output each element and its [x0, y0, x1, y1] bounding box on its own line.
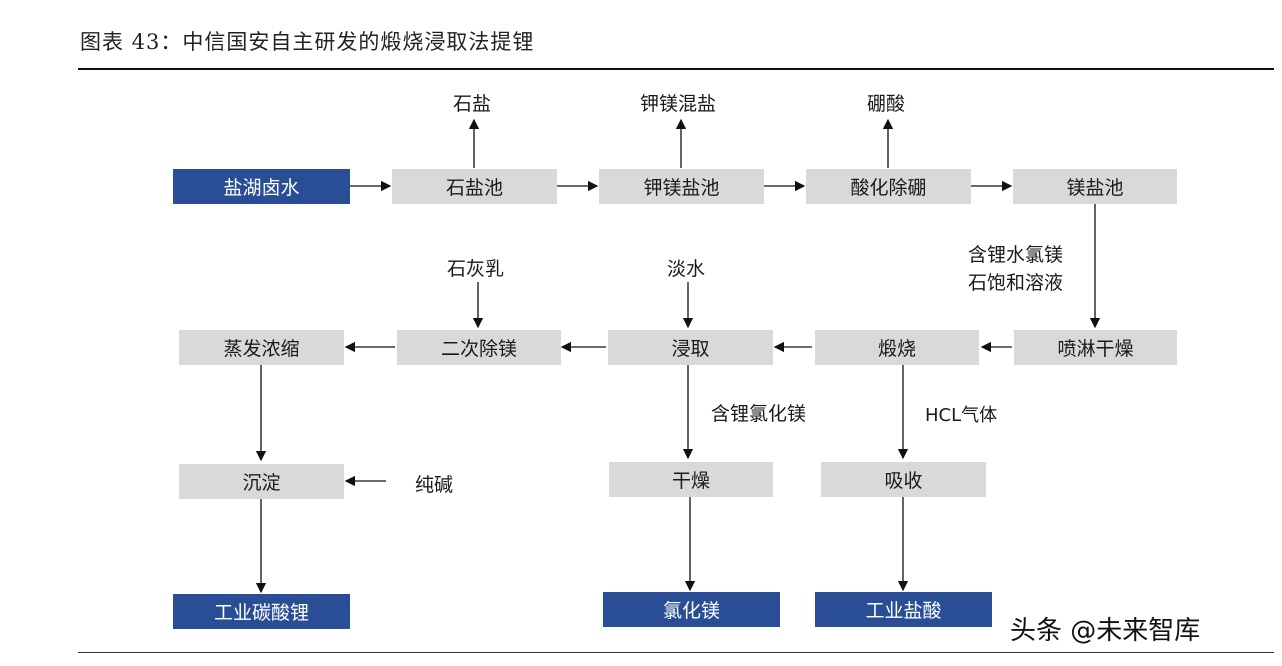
bottom-rule [78, 652, 1274, 653]
label-boric-acid: 硼酸 [867, 93, 906, 115]
label-li-solution: 含锂水氯镁 石饱和溶液 [968, 241, 1063, 297]
node-kmg-pond: 钾镁盐池 [599, 169, 764, 204]
label-li-solution-line2: 石饱和溶液 [968, 272, 1064, 294]
node-absorb: 吸收 [821, 462, 986, 497]
node-salt-pond: 石盐池 [392, 169, 557, 204]
node-evaporate: 蒸发浓缩 [179, 330, 344, 365]
node-brine: 盐湖卤水 [173, 169, 350, 204]
label-soda-ash: 纯碱 [415, 474, 454, 496]
figure-title: 图表 43：中信国安自主研发的煅烧浸取法提锂 [80, 30, 535, 54]
node-calcine: 煅烧 [815, 330, 979, 365]
node-spray-dry: 喷淋干燥 [1014, 330, 1177, 365]
node-hcl-acid: 工业盐酸 [815, 592, 992, 627]
node-acid-boron: 酸化除硼 [806, 169, 971, 204]
node-mg-chloride: 氯化镁 [603, 592, 780, 627]
label-halite: 石盐 [453, 93, 492, 115]
label-lime-milk: 石灰乳 [447, 258, 505, 280]
label-fresh-water: 淡水 [667, 258, 706, 280]
node-leach: 浸取 [608, 330, 773, 365]
label-hcl-gas: HCL气体 [925, 405, 998, 426]
watermark: 头条 @未来智库 [1010, 616, 1201, 646]
node-precipitate: 沉淀 [179, 464, 344, 499]
top-rule [78, 68, 1274, 70]
label-kmg-mixed: 钾镁混盐 [640, 93, 717, 115]
node-dry: 干燥 [609, 462, 773, 497]
node-li-carbonate: 工业碳酸锂 [173, 594, 350, 629]
node-second-mg: 二次除镁 [397, 330, 561, 365]
label-li-mgcl: 含锂氯化镁 [711, 403, 807, 425]
node-mg-pond: 镁盐池 [1013, 169, 1177, 204]
label-li-solution-line1: 含锂水氯镁 [968, 244, 1064, 266]
